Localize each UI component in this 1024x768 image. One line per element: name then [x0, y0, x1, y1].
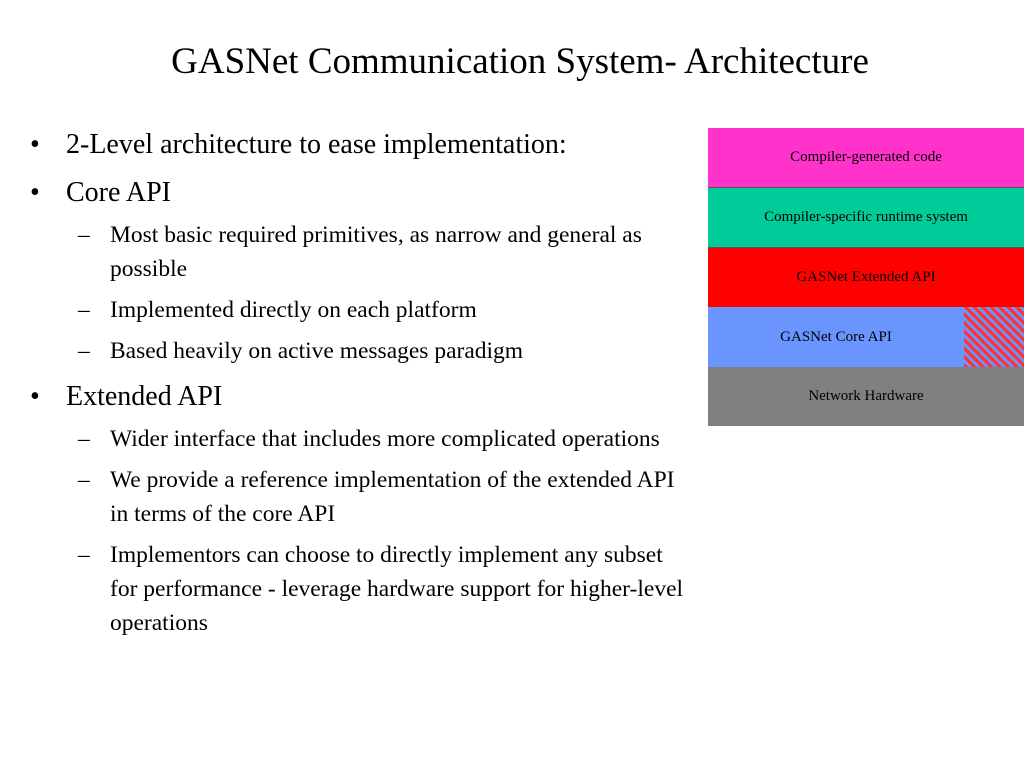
slide-title: GASNet Communication System- Architectur…: [171, 41, 869, 82]
sub-bullet: – Implemented directly on each platform: [30, 293, 690, 327]
layer-gasnet-extended-api: GASNet Extended API: [708, 248, 1024, 307]
sub-bullet-text: We provide a reference implementation of…: [110, 467, 675, 527]
bullet-list: • 2-Level architecture to ease implement…: [30, 128, 690, 652]
architecture-stack-diagram: Compiler-generated code Compiler-specifi…: [708, 128, 1024, 426]
dash-icon: –: [78, 467, 90, 493]
dash-icon: –: [78, 426, 90, 452]
bullet-core-api: • Core API: [30, 176, 690, 210]
dash-icon: –: [78, 297, 90, 323]
sub-bullet: – Most basic required primitives, as nar…: [30, 218, 690, 286]
layer-label: GASNet Extended API: [796, 269, 936, 285]
sub-bullet: – Implementors can choose to directly im…: [30, 538, 690, 640]
sub-bullet: – Wider interface that includes more com…: [30, 422, 690, 456]
hatched-overlap-region: [964, 307, 1024, 367]
sub-bullet-text: Most basic required primitives, as narro…: [110, 222, 642, 282]
sub-bullet-text: Implemented directly on each platform: [110, 297, 477, 323]
extended-api-sublist: – Wider interface that includes more com…: [30, 422, 690, 640]
bullet-text: 2-Level architecture to ease implementat…: [66, 129, 567, 160]
dash-icon: –: [78, 222, 90, 248]
bullet-2-level-architecture: • 2-Level architecture to ease implement…: [30, 128, 690, 162]
sub-bullet: – We provide a reference implementation …: [30, 463, 690, 531]
sub-bullet: – Based heavily on active messages parad…: [30, 334, 690, 368]
layer-label: Network Hardware: [808, 388, 924, 404]
sub-bullet-text: Wider interface that includes more compl…: [110, 426, 660, 452]
bullet-dot-icon: •: [30, 177, 40, 208]
bullet-text: Core API: [66, 177, 171, 208]
bullet-dot-icon: •: [30, 381, 40, 412]
layer-compiler-generated-code: Compiler-generated code: [708, 128, 1024, 188]
layer-label: GASNet Core API: [780, 328, 892, 345]
layer-network-hardware: Network Hardware: [708, 367, 1024, 426]
bullet-extended-api: • Extended API: [30, 380, 690, 414]
layer-gasnet-core-api: GASNet Core API: [708, 307, 1024, 367]
layer-label: Compiler-specific runtime system: [764, 209, 968, 225]
sub-bullet-text: Implementors can choose to directly impl…: [110, 542, 684, 636]
bullet-dot-icon: •: [30, 129, 40, 160]
bullet-text: Extended API: [66, 381, 223, 412]
layer-compiler-runtime-system: Compiler-specific runtime system: [708, 188, 1024, 248]
sub-bullet-text: Based heavily on active messages paradig…: [110, 338, 524, 364]
layer-label: Compiler-generated code: [790, 149, 942, 165]
core-api-sublist: – Most basic required primitives, as nar…: [30, 218, 690, 368]
dash-icon: –: [78, 542, 90, 568]
dash-icon: –: [78, 338, 90, 364]
